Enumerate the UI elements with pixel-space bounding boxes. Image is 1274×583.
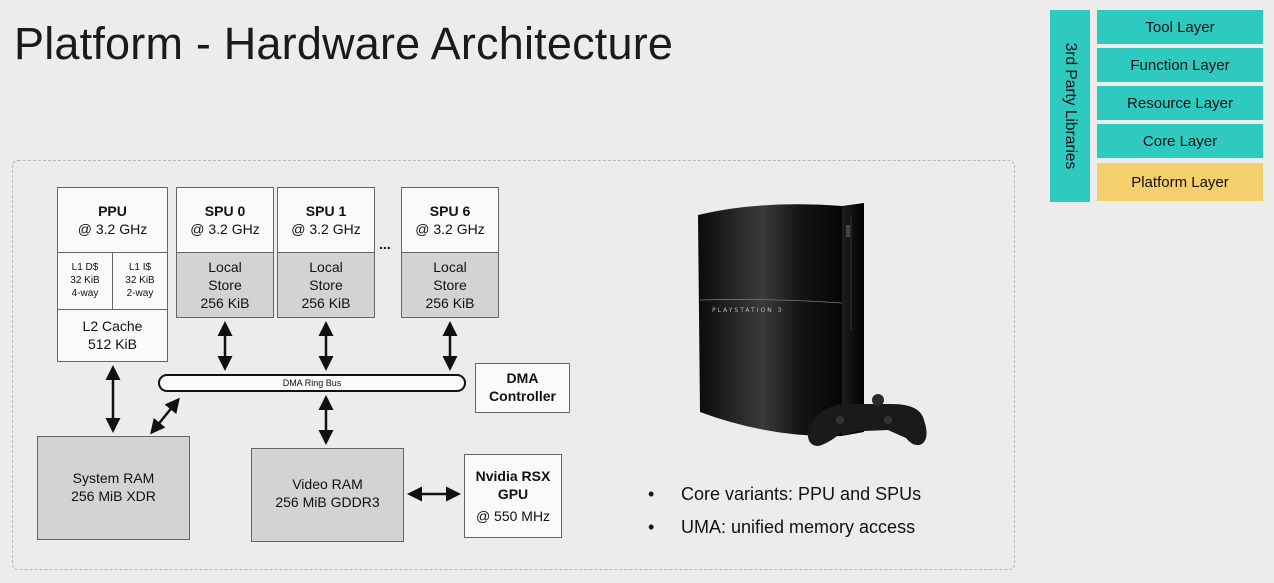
- layer-core: Core Layer: [1097, 124, 1263, 158]
- layer-tool: Tool Layer: [1097, 10, 1263, 44]
- layer-resource: Resource Layer: [1097, 86, 1263, 120]
- spu1-store-line2: Store: [309, 277, 343, 293]
- spu1-clock: @ 3.2 GHz: [291, 221, 361, 237]
- l1-instruction-cache: L1 I$ 32 KiB 2-way: [112, 252, 168, 310]
- spu0-clock: @ 3.2 GHz: [190, 221, 260, 237]
- gpu-type: GPU: [497, 486, 529, 502]
- spu0-local-store: Local Store 256 KiB: [176, 252, 274, 318]
- l1i-assoc: 2-way: [126, 288, 154, 299]
- spu6-store-line1: Local: [433, 259, 467, 275]
- spu1-box: SPU 1 @ 3.2 GHz: [277, 187, 375, 253]
- video-ram-size: 256 MiB GDDR3: [275, 494, 380, 510]
- spu0-box: SPU 0 @ 3.2 GHz: [176, 187, 274, 253]
- dma-controller-label: Controller: [489, 388, 556, 404]
- system-ram-label: System RAM: [72, 470, 155, 486]
- spu6-local-store: Local Store 256 KiB: [401, 252, 499, 318]
- l2-size: 512 KiB: [87, 336, 138, 352]
- spu1-store-line1: Local: [309, 259, 343, 275]
- dma-ring-bus: DMA Ring Bus: [158, 374, 466, 392]
- l1d-size: 32 KiB: [70, 275, 100, 286]
- l1i-label: L1 I$: [128, 262, 152, 273]
- bullet-core-variants: Core variants: PPU and SPUs: [648, 478, 921, 511]
- dma-label: DMA: [506, 370, 539, 386]
- ppu-name: PPU: [98, 203, 127, 219]
- spu0-name: SPU 0: [204, 203, 246, 219]
- l2-label: L2 Cache: [82, 318, 143, 334]
- gpu-box: Nvidia RSX GPU @ 550 MHz: [464, 454, 562, 538]
- spu1-local-store: Local Store 256 KiB: [277, 252, 375, 318]
- ppu-box: PPU @ 3.2 GHz: [57, 187, 168, 253]
- spu6-store-size: 256 KiB: [425, 295, 475, 311]
- spu1-name: SPU 1: [305, 203, 347, 219]
- system-ram-box: System RAM 256 MiB XDR: [37, 436, 190, 540]
- gpu-name: Nvidia RSX: [475, 468, 551, 484]
- playstation-console-image: PLAYSTATION 3: [698, 203, 927, 446]
- spu-ellipsis: ...: [379, 236, 391, 252]
- spu6-name: SPU 6: [429, 203, 471, 219]
- page-title: Platform - Hardware Architecture: [14, 18, 674, 69]
- system-ram-size: 256 MiB XDR: [71, 488, 156, 504]
- l2-cache-box: L2 Cache 512 KiB: [57, 309, 168, 362]
- third-party-libraries-bar: 3rd Party Libraries: [1050, 10, 1090, 202]
- spu0-store-line2: Store: [208, 277, 242, 293]
- console-logo: PLAYSTATION 3: [712, 307, 783, 314]
- l1-data-cache: L1 D$ 32 KiB 4-way: [57, 252, 113, 310]
- spu0-store-line1: Local: [208, 259, 242, 275]
- bullet-uma: UMA: unified memory access: [648, 511, 921, 544]
- spu0-store-size: 256 KiB: [200, 295, 250, 311]
- layer-platform: Platform Layer: [1097, 163, 1263, 201]
- arrow-bus-sysram: [150, 397, 180, 435]
- l1d-label: L1 D$: [71, 262, 99, 273]
- bullet-list: Core variants: PPU and SPUs UMA: unified…: [648, 478, 921, 544]
- spu6-store-line2: Store: [433, 277, 467, 293]
- video-ram-box: Video RAM 256 MiB GDDR3: [251, 448, 404, 542]
- diagram-panel: [12, 160, 1015, 570]
- layer-function: Function Layer: [1097, 48, 1263, 82]
- video-ram-label: Video RAM: [292, 476, 363, 492]
- spu1-store-size: 256 KiB: [301, 295, 351, 311]
- l1d-assoc: 4-way: [71, 288, 99, 299]
- dma-controller-box: DMA Controller: [475, 363, 570, 413]
- gpu-clock: @ 550 MHz: [475, 508, 551, 524]
- l1i-size: 32 KiB: [125, 275, 155, 286]
- ppu-clock: @ 3.2 GHz: [77, 221, 148, 237]
- spu6-clock: @ 3.2 GHz: [415, 221, 485, 237]
